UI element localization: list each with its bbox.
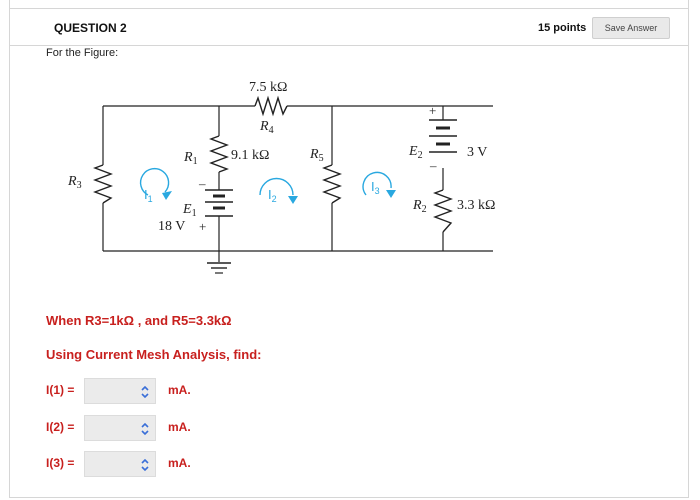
answer-select-i1[interactable] (84, 378, 156, 404)
answer-unit-i2: mA. (168, 420, 191, 434)
e1-plus: + (199, 219, 206, 234)
answer-unit-i1: mA. (168, 383, 191, 397)
e2-label: E2 (408, 144, 423, 161)
select-arrows-icon (141, 385, 149, 399)
mesh-arrow-i3-icon (362, 171, 392, 196)
e1-value: 18 V (158, 219, 185, 234)
r4-value: 7.5 kΩ (249, 80, 287, 95)
answer-label-i2: I(2) = (46, 420, 75, 434)
select-arrows-icon (141, 422, 149, 436)
resistor-r1 (209, 135, 229, 173)
e1-label: E1 (182, 202, 197, 219)
resistor-r3 (93, 164, 113, 204)
resistor-r4 (254, 95, 288, 117)
i1-label: I1 (144, 187, 153, 204)
resistor-r2 (433, 189, 453, 233)
e2-plus: + (429, 103, 436, 118)
circuit-figure: 7.5 kΩ R4 R1 9.1 kΩ R5 R3 – E1 18 V + + … (67, 80, 495, 274)
r5-label: R5 (309, 147, 324, 164)
r2-label: R2 (412, 198, 427, 215)
r4-label: R4 (259, 119, 274, 136)
r1-label: R1 (183, 150, 198, 167)
select-arrows-icon (141, 458, 149, 472)
mesh-arrow-i2-icon (259, 177, 294, 196)
instruction-text: Using Current Mesh Analysis, find: (46, 347, 262, 362)
question-title: QUESTION 2 (54, 21, 127, 35)
mesh-arrowhead-i1-icon (162, 191, 172, 200)
resistor-r5 (322, 164, 342, 204)
question-prompt: For the Figure: (46, 47, 119, 59)
i2-label: I2 (268, 187, 277, 204)
question-header: QUESTION 2 15 points Save Answer (10, 8, 688, 46)
i3-label: I3 (371, 179, 380, 196)
points-label: 15 points (538, 22, 587, 34)
e1-minus: – (198, 176, 206, 191)
mesh-arrow-i1-icon (139, 167, 170, 196)
condition-text: When R3=1kΩ , and R5=3.3kΩ (46, 313, 232, 328)
question-panel: QUESTION 2 15 points Save Answer For the… (9, 0, 689, 498)
mesh-arrowhead-i2-icon (288, 196, 298, 204)
e2-minus: – (429, 158, 437, 173)
answer-label-i1: I(1) = (46, 383, 75, 397)
battery-e2 (429, 119, 457, 153)
e2-value: 3 V (467, 145, 487, 160)
battery-e1 (205, 189, 233, 217)
mesh-arrowhead-i3-icon (386, 190, 396, 198)
answer-select-i3[interactable] (84, 451, 156, 477)
r3-label: R3 (67, 174, 82, 191)
answer-select-i2[interactable] (84, 415, 156, 441)
ground-icon (207, 262, 231, 274)
save-answer-button[interactable]: Save Answer (592, 17, 670, 39)
r2-value: 3.3 kΩ (457, 198, 495, 213)
r1-value: 9.1 kΩ (231, 148, 269, 163)
answer-label-i3: I(3) = (46, 456, 75, 470)
answer-unit-i3: mA. (168, 456, 191, 470)
